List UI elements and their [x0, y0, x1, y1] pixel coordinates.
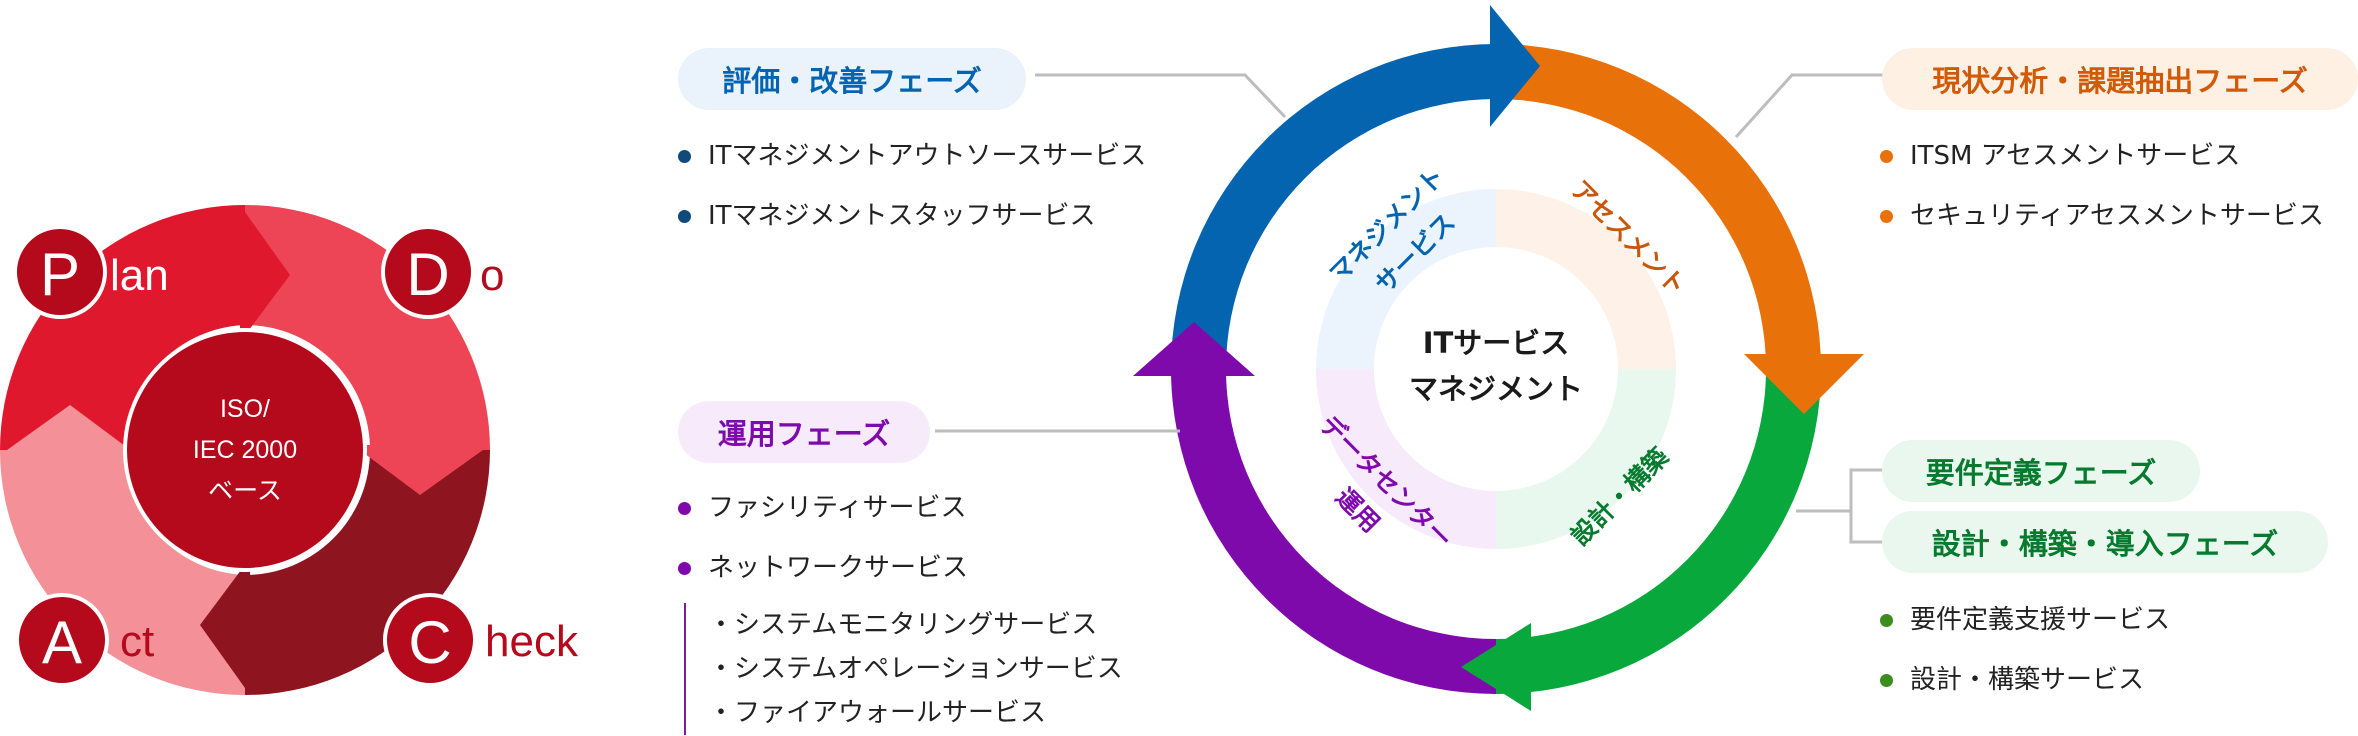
bullet-dot [678, 210, 691, 223]
pdca-arrow-check [200, 558, 250, 695]
pdca-arrow-act [0, 405, 137, 455]
pdca-check-rest: heck [485, 617, 579, 666]
list-item: 設計・構築サービス [1880, 650, 2170, 710]
list-item-label: ファシリティサービス [708, 493, 967, 523]
list-item-label: 設計・構築サービス [1910, 665, 2145, 695]
list-item: ファシリティサービス [678, 478, 968, 538]
pdca-arrow-do [353, 445, 490, 495]
arrowhead-assessment [1744, 354, 1864, 414]
phase-evaluation-list: ITマネジメントアウトソースサービス ITマネジメントスタッフサービス [678, 126, 1146, 246]
list-item: ITSM アセスメントサービス [1880, 126, 2324, 186]
pdca-center-line-2: IEC 2000 [193, 436, 297, 464]
phase-evaluation-title: 評価・改善フェーズ [678, 48, 1026, 110]
list-item-label: ITSM アセスメントサービス [1910, 141, 2241, 171]
sub-list-item: ・システムモニタリングサービス [708, 610, 1098, 640]
pdca-plan-letter: P [40, 241, 80, 308]
pdca-center [127, 332, 363, 568]
pdca-act-badge [15, 593, 109, 687]
pdca-segment-do [245, 205, 490, 450]
list-item: ITマネジメントアウトソースサービス [678, 126, 1146, 186]
phase-operation-title: 運用フェーズ [678, 401, 930, 463]
connector-design [1849, 468, 1883, 544]
phase-design-title: 設計・構築・導入フェーズ [1882, 511, 2328, 573]
connector-evaluation [1035, 73, 1287, 119]
pdca-segment-plan [0, 205, 245, 450]
phase-analysis-title: 現状分析・課題抽出フェーズ [1882, 48, 2358, 110]
pdca-do-badge [381, 225, 475, 319]
pdca-arrow-plan [240, 205, 290, 342]
list-item-label: ITマネジメントスタッフサービス [708, 201, 1096, 231]
phase-requirements-title: 要件定義フェーズ [1882, 440, 2200, 502]
bullet-dot [1880, 210, 1893, 223]
arrowhead-management [1490, 5, 1540, 127]
pdca-wheel: ISO/ IEC 2000 ベース P lan D o A ct C heck [0, 205, 579, 695]
sub-list-item: ・ファイアウォールサービス [708, 698, 1047, 728]
bullet-dot [678, 150, 691, 163]
pdca-check-badge [383, 593, 477, 687]
pdca-check-letter: C [408, 609, 451, 676]
pdca-segment-check [245, 450, 490, 695]
phase-design-list: 要件定義支援サービス 設計・構築サービス [1880, 590, 2170, 710]
list-item-label: セキュリティアセスメントサービス [1910, 201, 2324, 231]
connector-analysis [1734, 73, 1887, 139]
bullet-dot [678, 502, 691, 515]
cycle-center-line-2: マネジメント [1409, 372, 1583, 406]
pdca-act-rest: ct [120, 617, 154, 666]
bullet-dot [1880, 614, 1893, 627]
ring-arc-datacenter [1171, 369, 1496, 694]
itsm-cycle: ITサービス マネジメント マネジメント サービス アセスメント 設計・構築 デ… [1133, 5, 1864, 711]
list-item: ネットワークサービス [678, 538, 968, 598]
bullet-dot [1880, 674, 1893, 687]
pdca-plan-rest: lan [110, 251, 169, 300]
list-item-label: ネットワークサービス [708, 553, 969, 583]
pdca-plan-badge [13, 225, 107, 319]
list-item-label: ITマネジメントアウトソースサービス [708, 141, 1147, 171]
arrowhead-build [1461, 623, 1531, 711]
list-item-label: 要件定義支援サービス [1910, 605, 2171, 635]
pdca-act-letter: A [42, 609, 82, 676]
phase-operation-sublist: ・システムモニタリングサービス ・システムオペレーションサービス ・ファイアウォ… [684, 603, 1123, 735]
phase-analysis-list: ITSM アセスメントサービス セキュリティアセスメントサービス [1880, 126, 2324, 246]
cycle-center-line-1: ITサービス [1423, 326, 1570, 360]
bullet-dot [678, 562, 691, 575]
bullet-dot [1880, 150, 1893, 163]
pdca-center-line-1: ISO/ [220, 395, 270, 423]
list-item: ITマネジメントスタッフサービス [678, 186, 1146, 246]
phase-operation-list: ファシリティサービス ネットワークサービス [678, 478, 968, 598]
pdca-segment-act [0, 450, 245, 695]
sub-list-item: ・システムオペレーションサービス [708, 654, 1123, 684]
arrowhead-datacenter [1133, 322, 1255, 376]
pdca-do-letter: D [406, 241, 449, 308]
connector-lines [935, 73, 1887, 544]
list-item: 要件定義支援サービス [1880, 590, 2170, 650]
pdca-center-line-3: ベース [208, 476, 282, 505]
pdca-do-rest: o [480, 251, 504, 300]
list-item: セキュリティアセスメントサービス [1880, 186, 2324, 246]
cycle-center [1374, 247, 1618, 491]
